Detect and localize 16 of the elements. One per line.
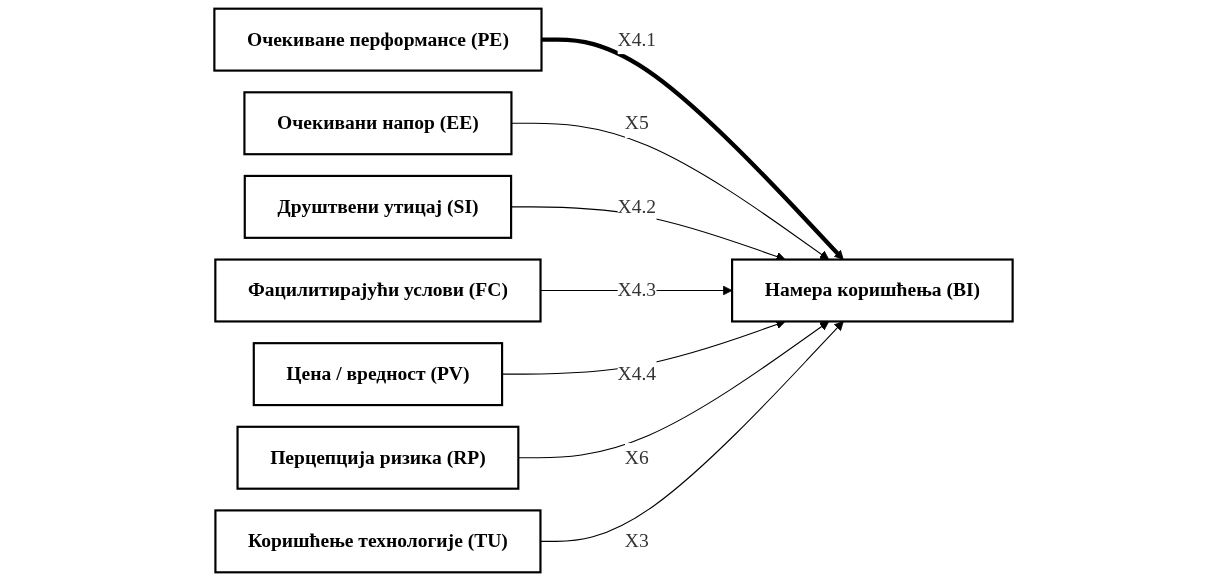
edge-label: X5 <box>624 111 649 134</box>
node-box: Фацилитирајући услови (FC) <box>214 258 542 323</box>
node-box: Коришћење технологије (TU) <box>214 509 542 574</box>
edge-label: X4.3 <box>617 279 657 301</box>
edge-label: X4.2 <box>617 195 657 218</box>
node-box: Очекиване перформансе (PE) <box>213 7 543 72</box>
node-box: Друштвени утицај (SI) <box>243 174 513 239</box>
arrow <box>541 37 844 260</box>
edge-label: X3 <box>624 529 649 552</box>
edge-label: X4.1 <box>617 28 657 50</box>
node-box: Перцепција ризика (RP) <box>236 425 520 490</box>
node-box: Цена / вредност (PV) <box>252 342 504 407</box>
edge-label: X6 <box>624 446 649 469</box>
edge-label: X4.4 <box>617 362 657 385</box>
node-box: Намера коришћења (BI) <box>731 258 1014 323</box>
node-box: Очекивани напор (EE) <box>243 91 513 156</box>
